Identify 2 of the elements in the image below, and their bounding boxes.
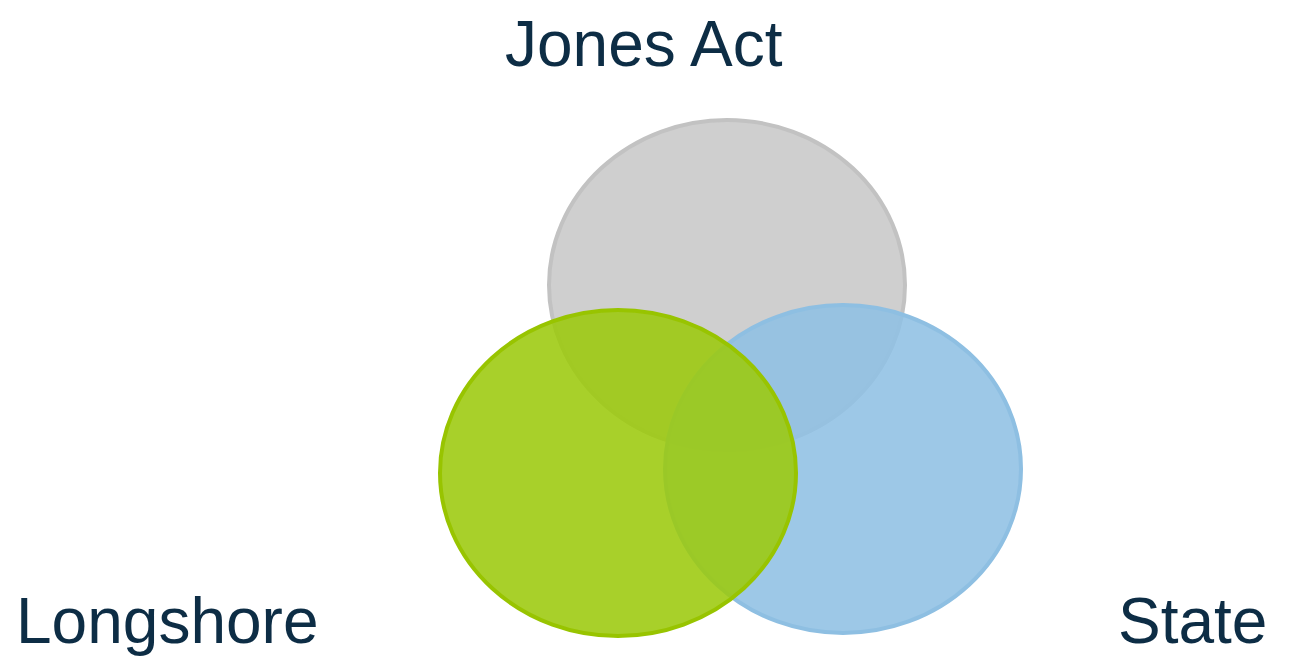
circle-heading: State [1118,589,1268,653]
circle-heading: Jones Act [505,12,783,76]
